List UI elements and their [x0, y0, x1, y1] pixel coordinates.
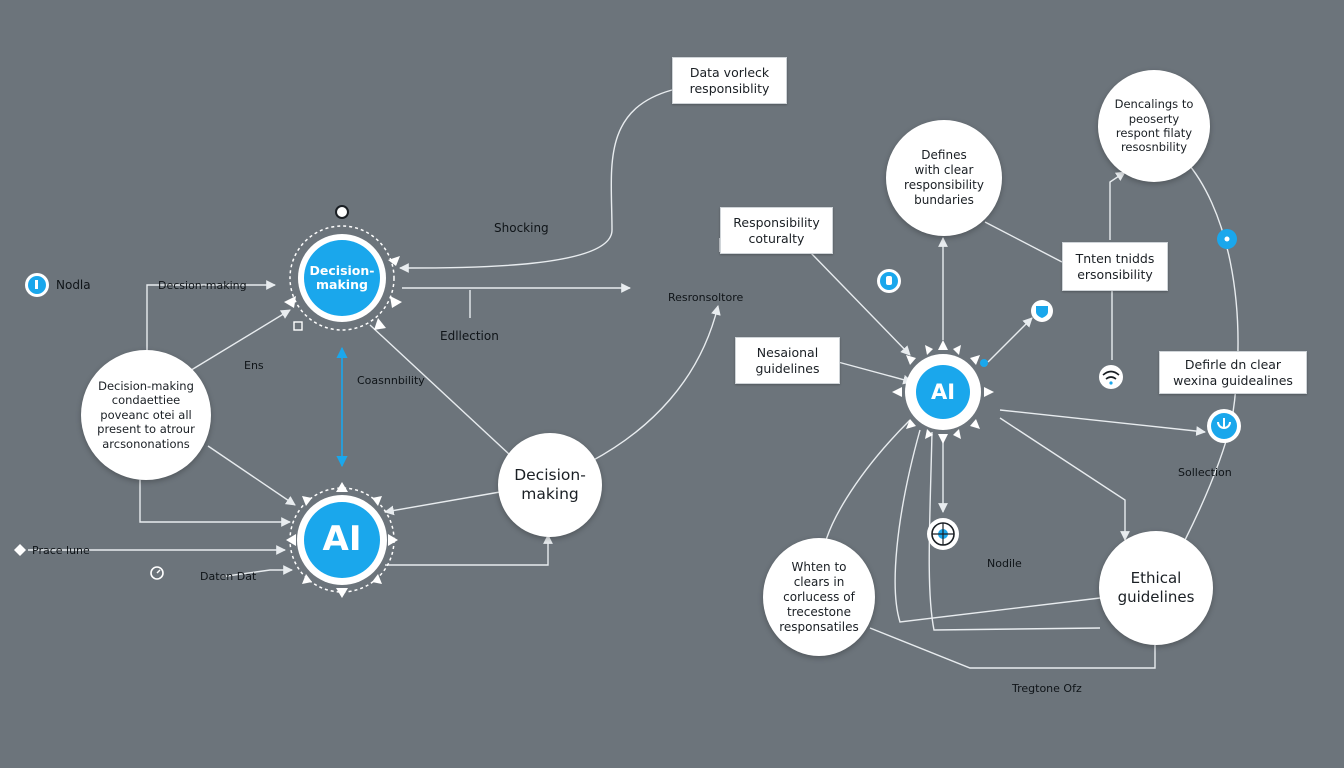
label-coasnnbility: Coasnnbility: [357, 374, 425, 387]
person-pin-icon: [1207, 409, 1241, 443]
ai-right-label: AI: [930, 380, 956, 405]
label-edllection: Edllection: [440, 329, 499, 343]
label-decsion-making: Decsion-making: [158, 279, 247, 292]
node-icon: [25, 273, 49, 297]
label-daten-dat: Daten Dat: [200, 570, 257, 583]
connector: [809, 251, 911, 356]
label-ens: Ens: [244, 359, 264, 372]
connector: [146, 280, 276, 372]
info-dot-icon: [1217, 229, 1237, 249]
label-nodile: Nodile: [987, 557, 1022, 570]
ai-hub-left[interactable]: [286, 482, 398, 598]
connector: [139, 480, 291, 527]
node-decision-making-left-text: Decision-making condaettiee poveanc otei…: [97, 379, 195, 451]
connector: [894, 429, 1101, 623]
connector: [1184, 159, 1239, 541]
box-data-responsibility-text: Data vorleck responsiblity: [689, 64, 770, 96]
label-shocking: Shocking: [494, 221, 549, 235]
connector: [837, 361, 913, 385]
ai-hub-right[interactable]: [892, 340, 994, 444]
connector: [999, 409, 1206, 436]
label-sollection: Sollection: [1178, 466, 1232, 479]
network-icon: [927, 518, 959, 550]
decision-hub-label: Decision- making: [309, 263, 375, 292]
connector: [369, 324, 511, 456]
label-nodla: Nodla: [56, 278, 91, 292]
node-decision-making-right[interactable]: Decision- making: [498, 433, 602, 537]
hand-icon: [877, 269, 901, 293]
connector: [589, 305, 721, 463]
connector: [928, 431, 1101, 631]
node-decision-making-left[interactable]: Decision-making condaettiee poveanc otei…: [81, 350, 211, 480]
connector: [984, 221, 1063, 263]
box-define-clear[interactable]: Defirle dn clear wexina guidealines: [1159, 351, 1307, 394]
node-ethical-guidelines[interactable]: Ethical guidelines: [1099, 531, 1213, 645]
node-ethical-guidelines-text: Ethical guidelines: [1117, 569, 1195, 606]
box-nesaional-guidelines[interactable]: Nesaional guidelines: [735, 337, 840, 384]
connector: [987, 317, 1033, 363]
ai-left-label: AI: [322, 519, 362, 560]
connector: [385, 534, 553, 566]
box-define-clear-text: Defirle dn clear wexina guidealines: [1173, 356, 1293, 388]
small-square-icon: [293, 321, 303, 331]
connector: [219, 565, 293, 578]
connector: [399, 89, 673, 273]
clock-icon: [150, 566, 164, 580]
node-whten-text: Whten to clears in corlucess of trecesto…: [779, 559, 859, 634]
node-defines-text: Defines with clear responsibility bundar…: [904, 148, 984, 207]
label-tregtone-ofz: Tregtone Ofz: [1012, 682, 1082, 695]
shield-check-icon: [1031, 300, 1053, 322]
connector: [999, 417, 1130, 541]
box-nesaional-guidelines-text: Nesaional guidelines: [755, 344, 820, 376]
node-whten[interactable]: Whten to clears in corlucess of trecesto…: [763, 538, 875, 656]
label-responsoltore: Resronsoltore: [668, 291, 744, 304]
connector: [869, 627, 1156, 669]
decision-hub[interactable]: [284, 205, 402, 331]
node-decision-making-right-text: Decision- making: [514, 465, 586, 503]
box-tnten-tnidds-text: Tnten tnidds ersonsibility: [1075, 250, 1155, 282]
wifi-icon: [1099, 365, 1123, 389]
box-responsibility-coturalty[interactable]: Responsibility coturalty: [720, 207, 833, 254]
box-tnten-tnidds[interactable]: Tnten tnidds ersonsibility: [1062, 242, 1168, 291]
box-data-responsibility[interactable]: Data vorleck responsiblity: [672, 57, 787, 104]
hub-top-icon: [335, 205, 349, 219]
connector: [207, 445, 296, 506]
connector: [187, 309, 291, 373]
connector: [1109, 171, 1126, 240]
connector: [384, 491, 501, 516]
connector-lines: [28, 89, 1239, 669]
node-dencalings-text: Dencalings to peoserty respont filaty re…: [1114, 97, 1194, 155]
node-defines[interactable]: Defines with clear responsibility bundar…: [886, 120, 1002, 236]
label-prace-lune: Prace lune: [32, 544, 90, 557]
diamond-icon: [14, 544, 26, 556]
box-responsibility-coturalty-text: Responsibility coturalty: [733, 214, 820, 246]
node-dencalings[interactable]: Dencalings to peoserty respont filaty re…: [1098, 70, 1210, 182]
